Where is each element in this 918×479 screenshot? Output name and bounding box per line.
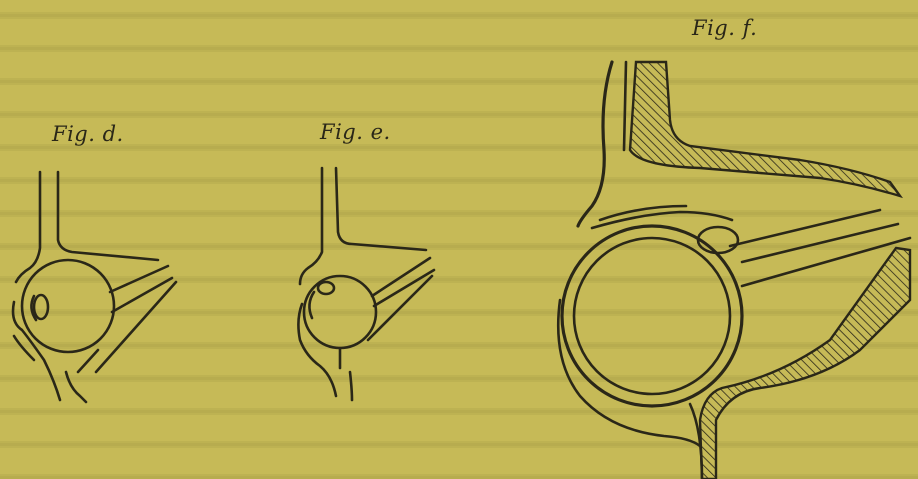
figure-f-upper-bone (630, 62, 900, 196)
figure-f-optic-cone (690, 210, 910, 479)
figure-f-lower-bone (700, 248, 910, 479)
